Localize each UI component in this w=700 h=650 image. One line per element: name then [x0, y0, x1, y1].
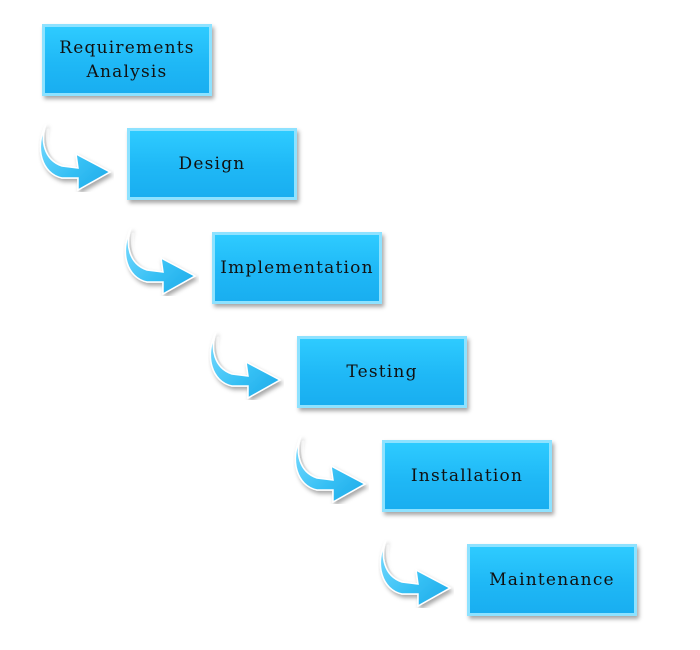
curved-arrow-icon [123, 224, 199, 296]
stage-label: Testing [346, 362, 418, 382]
stage-testing: Testing [297, 336, 467, 408]
stage-installation: Installation [382, 440, 552, 512]
stage-label: Maintenance [489, 570, 615, 590]
stage-label: Installation [410, 466, 524, 486]
stage-label: Implementation [220, 258, 374, 278]
curved-arrow-icon [38, 120, 114, 192]
stage-design: Design [127, 128, 297, 200]
stage-requirements-analysis: Requirements Analysis [42, 24, 212, 96]
stage-implementation: Implementation [212, 232, 382, 304]
curved-arrow-icon [378, 536, 454, 608]
stage-label: Design [178, 154, 246, 174]
stage-maintenance: Maintenance [467, 544, 637, 616]
curved-arrow-icon [293, 432, 369, 504]
stage-label: Requirements Analysis [59, 38, 195, 82]
curved-arrow-icon [208, 328, 284, 400]
